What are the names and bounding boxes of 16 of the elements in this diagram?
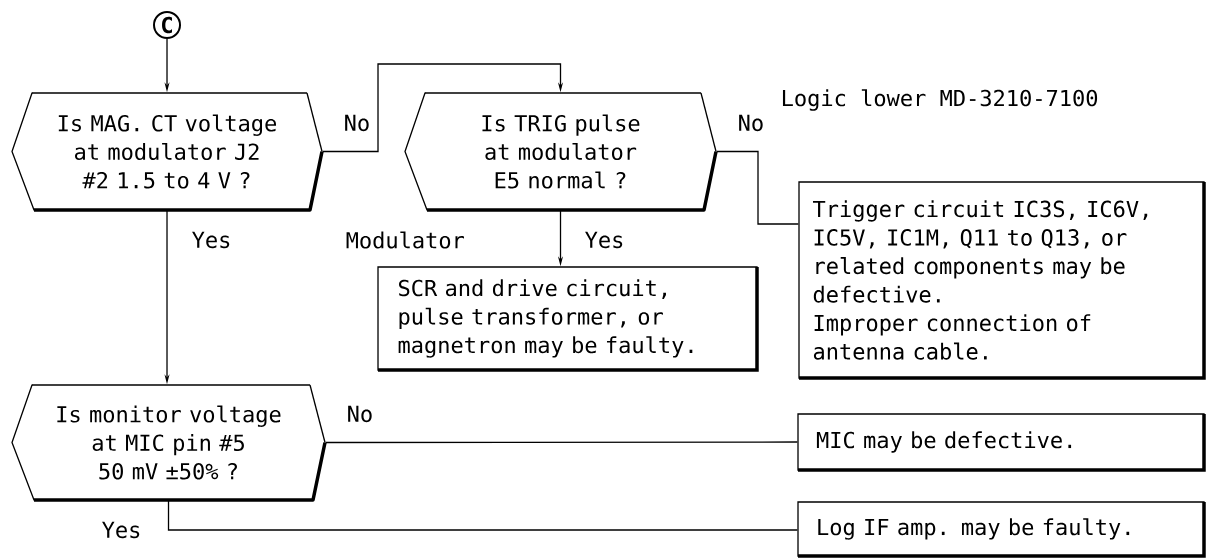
box-heading: Logic lower MD-3210-7100 xyxy=(782,89,1098,111)
process-box: Log IF amp. may be faulty. xyxy=(797,501,1206,558)
edge-label: No xyxy=(342,113,372,133)
edge-label: No xyxy=(345,404,375,424)
box-heading: Modulator xyxy=(346,231,464,249)
decision-hexagon: Is monitor voltage at MIC pin #5 50 mV ±50% ? xyxy=(11,384,327,502)
decision-hexagon: Is MAG. CT voltage at modulator J2 #2 1.5 to 4 V ? xyxy=(11,92,324,212)
process-box: Trigger circuit IC3S, IC6V, IC5V, IC1M, Q11 to Q13, or related components may be defective. Improper connection of antenna cable. xyxy=(798,181,1206,380)
arrow xyxy=(322,63,564,153)
process-box: SCR and drive circuit, pulse transformer, or magnetron may be faulty. xyxy=(377,266,759,372)
edge-label: Yes xyxy=(100,520,143,540)
edge-label: Yes xyxy=(190,230,233,250)
edge-label: Yes xyxy=(583,230,626,250)
decision-hexagon: Is TRIG pulse at modulator E5 normal ? xyxy=(404,92,718,212)
process-box: MIC may be defective. xyxy=(797,413,1206,472)
edge-label: No xyxy=(736,113,766,133)
